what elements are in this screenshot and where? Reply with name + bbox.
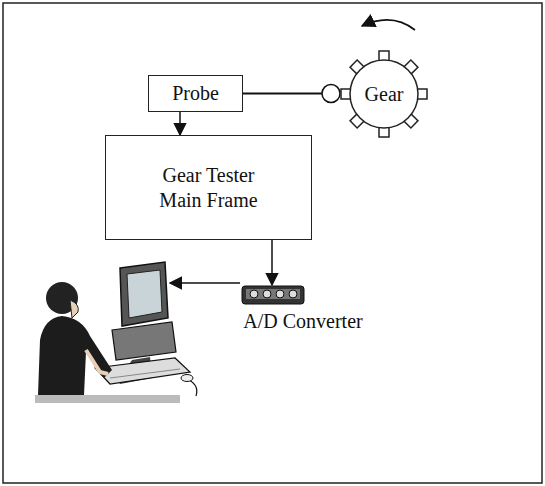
gear-circle: Gear bbox=[340, 50, 428, 138]
data-arrow bbox=[170, 282, 240, 284]
frame-border bbox=[3, 3, 542, 483]
converter-icon bbox=[241, 285, 305, 305]
computer-user bbox=[35, 262, 197, 403]
probe-box: Probe bbox=[148, 75, 243, 112]
node-label: Gear bbox=[365, 82, 404, 107]
node-label: A/D Converter bbox=[228, 309, 378, 334]
connector bbox=[271, 240, 273, 285]
connector bbox=[179, 112, 181, 135]
ad-converter: A/D Converter bbox=[228, 285, 378, 334]
rotation-arrow bbox=[362, 20, 415, 30]
main-frame-box: Gear Tester Main Frame bbox=[105, 135, 312, 240]
node-label: Probe bbox=[172, 81, 219, 106]
stylus-ball bbox=[322, 85, 340, 103]
node-label: Gear Tester Main Frame bbox=[146, 163, 271, 213]
